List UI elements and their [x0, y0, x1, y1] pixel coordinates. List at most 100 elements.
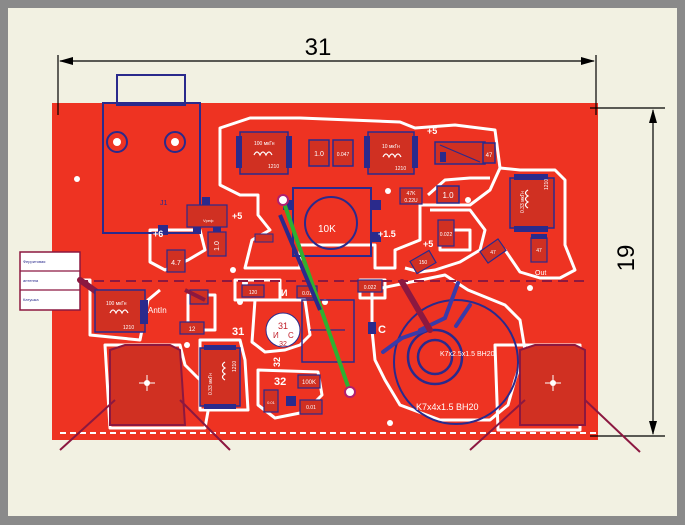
- dimension-width-label: 31: [305, 34, 332, 61]
- svg-text:47: 47: [486, 153, 493, 159]
- pad-c: [368, 322, 376, 334]
- svg-text:антенна: антенна: [23, 278, 39, 283]
- svg-text:100K: 100K: [302, 380, 316, 386]
- res-47-right: 47: [479, 238, 507, 264]
- svg-text:100 мкГн: 100 мкГн: [254, 141, 275, 147]
- svg-text:0.22U: 0.22U: [404, 198, 418, 204]
- svg-text:1.0: 1.0: [314, 151, 324, 158]
- label-transistor-i: И: [281, 288, 287, 298]
- battery-contact-right: [519, 344, 586, 426]
- label-out: Out: [535, 270, 546, 277]
- copper-gaps: [78, 116, 582, 432]
- svg-text:C: C: [288, 331, 294, 340]
- cap-1-0-top: 1.0: [308, 139, 330, 167]
- svg-text:32: 32: [279, 341, 287, 348]
- smd-block-center: [301, 299, 355, 363]
- svg-text:1210: 1210: [123, 325, 134, 331]
- svg-text:10 мкГн: 10 мкГн: [382, 144, 400, 150]
- cap-0-047: 0.047: [332, 139, 354, 167]
- svg-text:47: 47: [536, 248, 542, 254]
- wire-magenta-small: [184, 288, 206, 302]
- res-120: 120: [241, 284, 265, 298]
- svg-text:10K: 10K: [318, 224, 336, 235]
- battery-contact-left: [109, 344, 187, 426]
- antenna-connector: Ферритовая антенна Катушка: [19, 251, 81, 311]
- svg-text:47K: 47K: [407, 191, 417, 197]
- label-plus1-5: +1.5: [378, 229, 396, 239]
- label-plus5-mid: +5: [423, 239, 433, 249]
- inductor-antenna: 100 мкГн 1210: [94, 289, 148, 333]
- svg-text:12: 12: [189, 327, 196, 333]
- res-150: 150: [409, 249, 437, 275]
- svg-text:1210: 1210: [544, 179, 550, 190]
- res-small-mid: [254, 233, 274, 243]
- svg-text:0.01: 0.01: [267, 400, 276, 405]
- svg-text:Катушка: Катушка: [23, 297, 39, 302]
- svg-text:K7x4x1.5 ВН20: K7x4x1.5 ВН20: [416, 402, 479, 412]
- voltage-regulator: 47: [434, 141, 496, 165]
- svg-text:0.33 мкГн: 0.33 мкГн: [520, 191, 526, 213]
- label-plus5-left: +5: [232, 211, 242, 221]
- res-100k: 100K: [297, 374, 321, 389]
- dimension-width: [57, 55, 597, 115]
- res-47k: 47K 0.22U: [399, 187, 423, 205]
- inductor-033uh-right: 0.33 мкГн 1210: [509, 174, 555, 232]
- svg-text:1210: 1210: [395, 166, 406, 172]
- pad-bottom-small: [286, 396, 296, 406]
- label-plus6: +6: [153, 229, 163, 239]
- svg-text:1210: 1210: [268, 164, 279, 170]
- svg-text:0.33 мкГн: 0.33 мкГн: [208, 373, 214, 395]
- res-12: 12: [179, 321, 205, 335]
- cap-0-022-mid: 0.022: [357, 279, 383, 293]
- inductor-100uh-top: 100 мкГн 1210: [236, 131, 292, 175]
- cap-0-022-right: 0.022: [437, 219, 455, 247]
- wire-magenta-toroid: [399, 279, 433, 333]
- cap-0-01-left: 0.01: [263, 389, 279, 413]
- label-pin31: 31: [232, 326, 244, 338]
- inductor-10uh: 10 мкГн 1210: [364, 131, 418, 175]
- svg-text:Ферритовая: Ферритовая: [23, 259, 45, 264]
- audio-jack: J1: [102, 74, 201, 234]
- label-32-bottom: 32: [274, 376, 286, 388]
- svg-text:1.0: 1.0: [442, 191, 454, 200]
- cap-1-0-left: 1.0: [207, 231, 227, 257]
- pad-plus6: [158, 225, 168, 235]
- svg-text:1.0: 1.0: [214, 241, 221, 251]
- svg-text:1210: 1210: [232, 361, 238, 372]
- svg-text:Vреф: Vреф: [203, 218, 214, 223]
- dimension-height-label: 19: [613, 245, 640, 272]
- dimension-height: [590, 107, 665, 437]
- cap-1-0-mid: 1.0: [436, 185, 460, 204]
- svg-text:0.01: 0.01: [306, 405, 316, 411]
- svg-text:И: И: [273, 331, 279, 340]
- svg-text:120: 120: [249, 290, 258, 296]
- out-capacitor: 47: [530, 234, 548, 263]
- toroid-transformer: K7x2.5x1.5 ВН20 K7x4x1.5 ВН20: [393, 299, 519, 425]
- label-plus5-top: +5: [427, 126, 437, 136]
- label-c: C: [378, 324, 386, 336]
- wire-blue: [278, 214, 322, 311]
- svg-text:0.022: 0.022: [440, 232, 453, 238]
- inductor-033uh-bottom: 0.33 мкГн 1210: [199, 345, 241, 409]
- ic-package: 31 И C 32: [265, 312, 301, 348]
- jumper-wire: [277, 194, 356, 398]
- svg-text:31: 31: [278, 321, 288, 331]
- trimmer-10k: 10K: [283, 187, 381, 257]
- svg-text:0.022: 0.022: [364, 285, 377, 291]
- label-pin32: 32: [272, 357, 282, 367]
- svg-text:4.7: 4.7: [171, 260, 181, 267]
- cap-4-7: 4.7: [166, 249, 186, 273]
- label-antin: AntIn: [148, 306, 167, 315]
- svg-text:150: 150: [419, 260, 428, 266]
- cap-0-01-bottom: 0.01: [299, 399, 323, 415]
- svg-text:0.047: 0.047: [337, 152, 350, 158]
- svg-text:0.01: 0.01: [302, 291, 312, 297]
- svg-text:100 мкГн: 100 мкГн: [106, 301, 127, 307]
- svg-text:47: 47: [490, 250, 496, 256]
- battery-leads: [59, 399, 641, 453]
- regulator-small: Vреф: [186, 197, 228, 233]
- jack-label: J1: [160, 200, 168, 207]
- svg-text:K7x2.5x1.5 ВН20: K7x2.5x1.5 ВН20: [440, 351, 495, 358]
